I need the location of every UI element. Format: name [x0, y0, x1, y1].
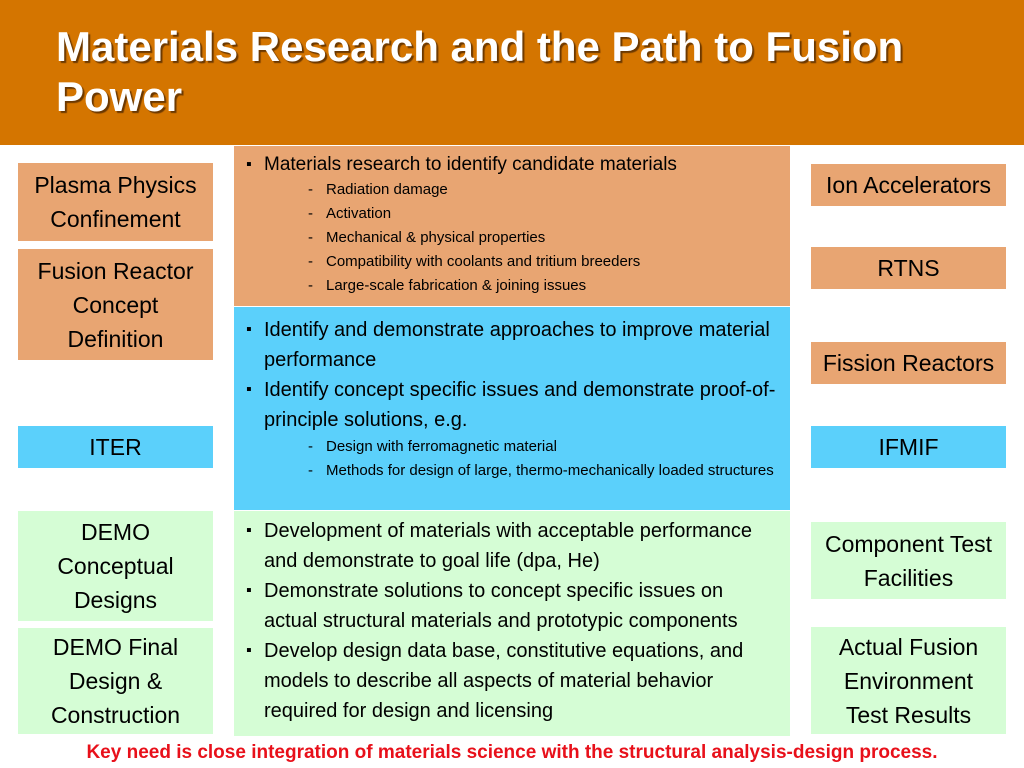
- box-line: Design &: [68, 668, 163, 694]
- panel-bullet: Demonstrate solutions to concept specifi…: [246, 576, 778, 636]
- box-demo-conceptual: DEMO Conceptual Designs: [17, 510, 214, 622]
- key-need-footer: Key need is close integration of materia…: [86, 742, 938, 763]
- box-iter: ITER: [17, 425, 214, 469]
- panel-sub-item: Methods for design of large, thermo-mech…: [246, 459, 778, 483]
- box-actual-fusion: Actual Fusion Environment Test Results: [810, 626, 1007, 735]
- box-line: Construction: [50, 702, 181, 728]
- box-line: Fusion Reactor: [37, 257, 194, 284]
- box-ion-accelerators: Ion Accelerators: [810, 163, 1007, 207]
- box-line: Definition: [67, 325, 164, 352]
- box-line: Conceptual: [57, 553, 174, 579]
- box-line: DEMO: [80, 519, 150, 545]
- box-line: Confinement: [50, 206, 181, 232]
- box-line: Component Test: [824, 530, 993, 557]
- box-line: Designs: [73, 587, 158, 613]
- panel-sub-item: Design with ferromagnetic material: [246, 435, 778, 459]
- panel-sub-item: Mechanical & physical properties: [246, 226, 778, 250]
- panel-sub-item: Large-scale fabrication & joining issues: [246, 274, 778, 298]
- panel-improve-performance: Identify and demonstrate approaches to i…: [234, 307, 790, 510]
- box-line: Ion Accelerators: [826, 172, 991, 198]
- box-line: IFMIF: [878, 434, 939, 460]
- title-bar: Materials Research and the Path to Fusio…: [0, 0, 1024, 145]
- box-fusion-reactor-concept: Fusion Reactor Concept Definition: [17, 248, 214, 361]
- panel-bullet: Development of materials with acceptable…: [246, 516, 778, 576]
- box-line: Actual Fusion: [838, 633, 979, 660]
- box-ifmif: IFMIF: [810, 425, 1007, 469]
- box-component-test: Component Test Facilities: [810, 521, 1007, 600]
- box-line: Plasma Physics: [34, 172, 197, 198]
- panel-development: Development of materials with acceptable…: [234, 511, 790, 736]
- box-line: RTNS: [877, 255, 940, 281]
- panel-sub-item: Compatibility with coolants and tritium …: [246, 250, 778, 274]
- box-line: Test Results: [845, 701, 972, 728]
- box-line: Environment: [843, 667, 974, 694]
- panel-bullet: Identify and demonstrate approaches to i…: [246, 315, 778, 375]
- box-rtns: RTNS: [810, 246, 1007, 290]
- box-plasma-physics: Plasma Physics Confinement: [17, 162, 214, 242]
- panel-sub-item: Activation: [246, 202, 778, 226]
- box-line: Concept: [72, 291, 159, 318]
- box-line: Fission Reactors: [822, 350, 995, 376]
- slide-title: Materials Research and the Path to Fusio…: [56, 23, 904, 120]
- panel-sub-item: Radiation damage: [246, 178, 778, 202]
- box-line: ITER: [89, 434, 142, 460]
- box-fission-reactors: Fission Reactors: [810, 341, 1007, 385]
- panel-bullet: Materials research to identify candidate…: [246, 152, 778, 178]
- box-demo-final: DEMO Final Design & Construction: [17, 627, 214, 735]
- panel-materials-research: Materials research to identify candidate…: [234, 146, 790, 306]
- panel-bullet: Identify concept specific issues and dem…: [246, 375, 778, 435]
- box-line: Facilities: [863, 564, 954, 591]
- box-line: DEMO Final: [52, 634, 179, 660]
- panel-bullet: Develop design data base, constitutive e…: [246, 636, 778, 726]
